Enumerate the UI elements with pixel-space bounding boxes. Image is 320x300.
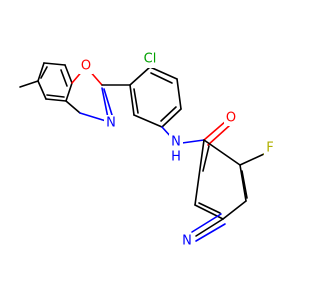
bond-line	[194, 139, 205, 206]
atom-cl: Cl	[141, 50, 159, 68]
atom-nh-h-label: H	[171, 150, 181, 165]
atom-n1: N	[104, 115, 118, 131]
bond-line	[150, 72, 173, 84]
bond-line	[43, 62, 66, 66]
bond-line	[19, 80, 39, 88]
bond-line	[195, 223, 226, 242]
bond-line	[160, 106, 177, 122]
bond-line	[129, 84, 135, 116]
bond-line	[241, 170, 248, 199]
bond-line	[207, 125, 230, 146]
bond-line	[194, 204, 224, 220]
bond-line	[65, 100, 81, 114]
atom-cl-label: Cl	[144, 52, 157, 67]
atom-o2-label: O	[226, 111, 236, 126]
atom-n1-label: N	[106, 116, 116, 131]
atom-nh: N H	[169, 134, 183, 165]
bond-line	[176, 78, 182, 110]
bond-line	[202, 145, 210, 172]
bond-line	[79, 112, 107, 122]
bond-line	[46, 94, 65, 98]
bond-line	[198, 202, 221, 214]
bond-line	[37, 62, 45, 82]
bond-line	[203, 120, 227, 141]
bond-line	[45, 98, 67, 102]
bond-line	[64, 64, 73, 84]
atom-o1-label: O	[81, 59, 91, 74]
bond-line	[191, 213, 222, 233]
molecule-structure: Cl O N N H O F	[19, 50, 276, 249]
bond-line	[37, 80, 47, 100]
bond-line	[40, 66, 48, 79]
bond-line	[203, 139, 241, 166]
bond-line	[181, 139, 205, 144]
bond-line	[239, 153, 265, 166]
atom-layer: Cl O N N H O F	[79, 50, 276, 249]
bond-line	[101, 87, 109, 119]
bond-line	[149, 66, 178, 80]
atom-f-label: F	[266, 141, 273, 156]
bond-line	[133, 114, 163, 128]
bond-line	[161, 108, 182, 128]
bond-line	[133, 88, 139, 114]
bond-layer	[19, 60, 271, 242]
bond-line	[129, 66, 151, 86]
atom-f: F	[264, 140, 276, 156]
bond-line	[65, 82, 73, 102]
bond-line	[239, 164, 247, 202]
atom-o2: O	[224, 110, 238, 126]
atom-n2: N	[180, 233, 194, 249]
atom-nh-label: N	[171, 135, 181, 150]
bond-line	[195, 218, 224, 237]
bond-line	[222, 200, 247, 220]
atom-o1: O	[79, 58, 93, 74]
bond-line	[60, 69, 68, 87]
bond-line	[103, 88, 113, 116]
atom-n2-label: N	[182, 234, 192, 249]
structure-canvas: Cl O N N H O F	[19, 50, 276, 249]
